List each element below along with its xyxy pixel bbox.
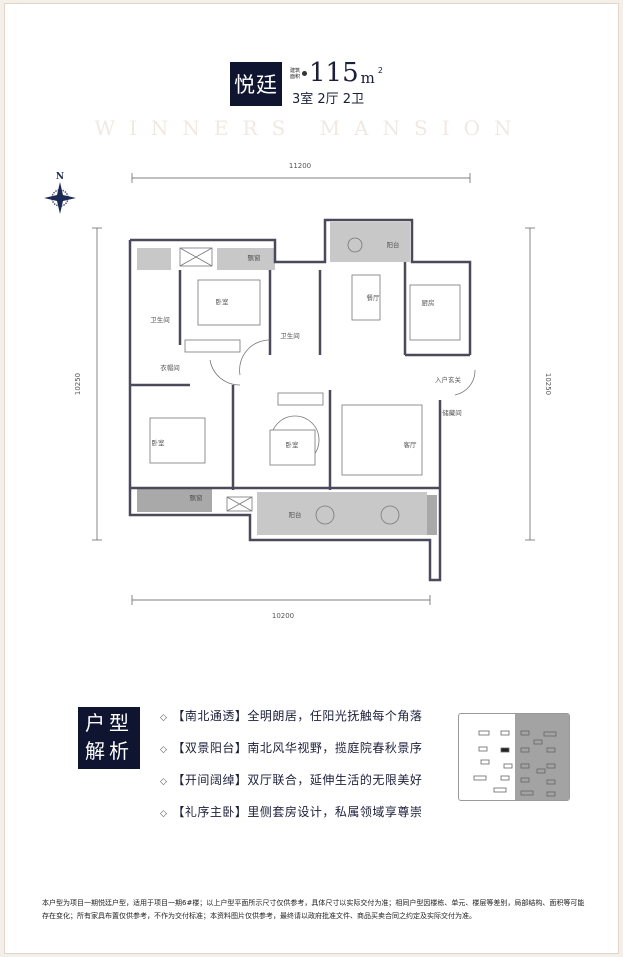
feature-list: ◇【南北通透】全明朗居，任阳光抚触每个角落 ◇【双景阳台】南北风华视野，揽庭院春… xyxy=(160,705,422,833)
walls xyxy=(128,218,472,582)
north-label: N xyxy=(55,172,65,182)
dim-right: 10250 xyxy=(544,373,552,395)
room-bay-window-south: 飘窗 xyxy=(190,493,203,502)
analysis-title-line2: 解析 xyxy=(85,739,133,763)
unit-name-badge: 悦廷 xyxy=(230,62,282,106)
room-balcony-south: 阳台 xyxy=(289,510,302,519)
room-dining: 餐厅 xyxy=(367,293,381,302)
compass-rose-icon xyxy=(44,182,76,214)
room-bedroom-s: 卧室 xyxy=(286,440,300,449)
watermark: WINNERS MANSION xyxy=(94,116,526,140)
room-bedroom-sw: 卧室 xyxy=(152,438,166,447)
room-labels: 阳台 厨房 餐厅 卧室 卫生间 卫生间 衣帽间 入户玄关 储藏间 卧室 卧室 客… xyxy=(150,240,462,519)
room-layout: 3室 2厅 2卫 xyxy=(292,92,365,107)
area-dot xyxy=(302,71,307,76)
area-unit-sup: 2 xyxy=(377,66,383,75)
key-plan xyxy=(458,713,570,801)
area-value: 115 xyxy=(309,58,359,88)
diamond-icon: ◇ xyxy=(160,809,168,819)
feature-item: ◇【开间阔绰】双厅联合，延伸生活的无限美好 xyxy=(160,773,423,787)
feature-item: ◇【南北通透】全明朗居，任阳光抚触每个角落 xyxy=(160,709,423,723)
room-kitchen: 厨房 xyxy=(422,298,435,307)
analysis-title: 户型 解析 xyxy=(78,707,140,769)
key-plan-highlight xyxy=(515,714,569,800)
feature-item: ◇【礼序主卧】里侧套房设计，私属领域享尊崇 xyxy=(160,805,423,819)
dim-bottom: 10200 xyxy=(272,612,294,620)
diamond-icon: ◇ xyxy=(160,745,168,755)
disclaimer: 本户型为项目一期悦廷户型，适用于项目一期6#楼；以上户型平面所示尺寸仅供参考，具… xyxy=(42,899,585,920)
room-guest-bath: 卫生间 xyxy=(280,331,300,340)
analysis-title-line1: 户型 xyxy=(85,711,133,735)
area-unit: m xyxy=(360,69,375,87)
room-bay-window-north: 飘窗 xyxy=(248,253,261,262)
compass: N xyxy=(42,172,78,216)
room-master-bath: 卫生间 xyxy=(150,315,170,324)
room-master-bedroom: 卧室 xyxy=(216,297,230,306)
room-living: 客厅 xyxy=(404,440,418,449)
dim-left: 10250 xyxy=(74,373,82,395)
furniture xyxy=(149,237,476,525)
diamond-icon: ◇ xyxy=(160,777,168,787)
room-storage: 储藏间 xyxy=(442,408,462,417)
area-label: 建筑面积 xyxy=(290,68,301,80)
feature-item: ◇【双景阳台】南北风华视野，揽庭院春秋景序 xyxy=(160,741,423,755)
floor-plan: 11200 10200 10250 10250 阳台 厨房 餐厅 卧室 卫生间 … xyxy=(74,162,552,620)
room-balcony-north: 阳台 xyxy=(387,240,400,249)
area-row: 建筑面积 115 m 2 xyxy=(290,58,383,88)
room-walk-in-closet: 衣帽间 xyxy=(160,363,180,372)
dim-top: 11200 xyxy=(289,162,311,170)
dimension-lines xyxy=(92,173,535,605)
room-entrance: 入户玄关 xyxy=(435,375,462,384)
diamond-icon: ◇ xyxy=(160,713,168,723)
key-plan-buildings xyxy=(473,730,557,797)
